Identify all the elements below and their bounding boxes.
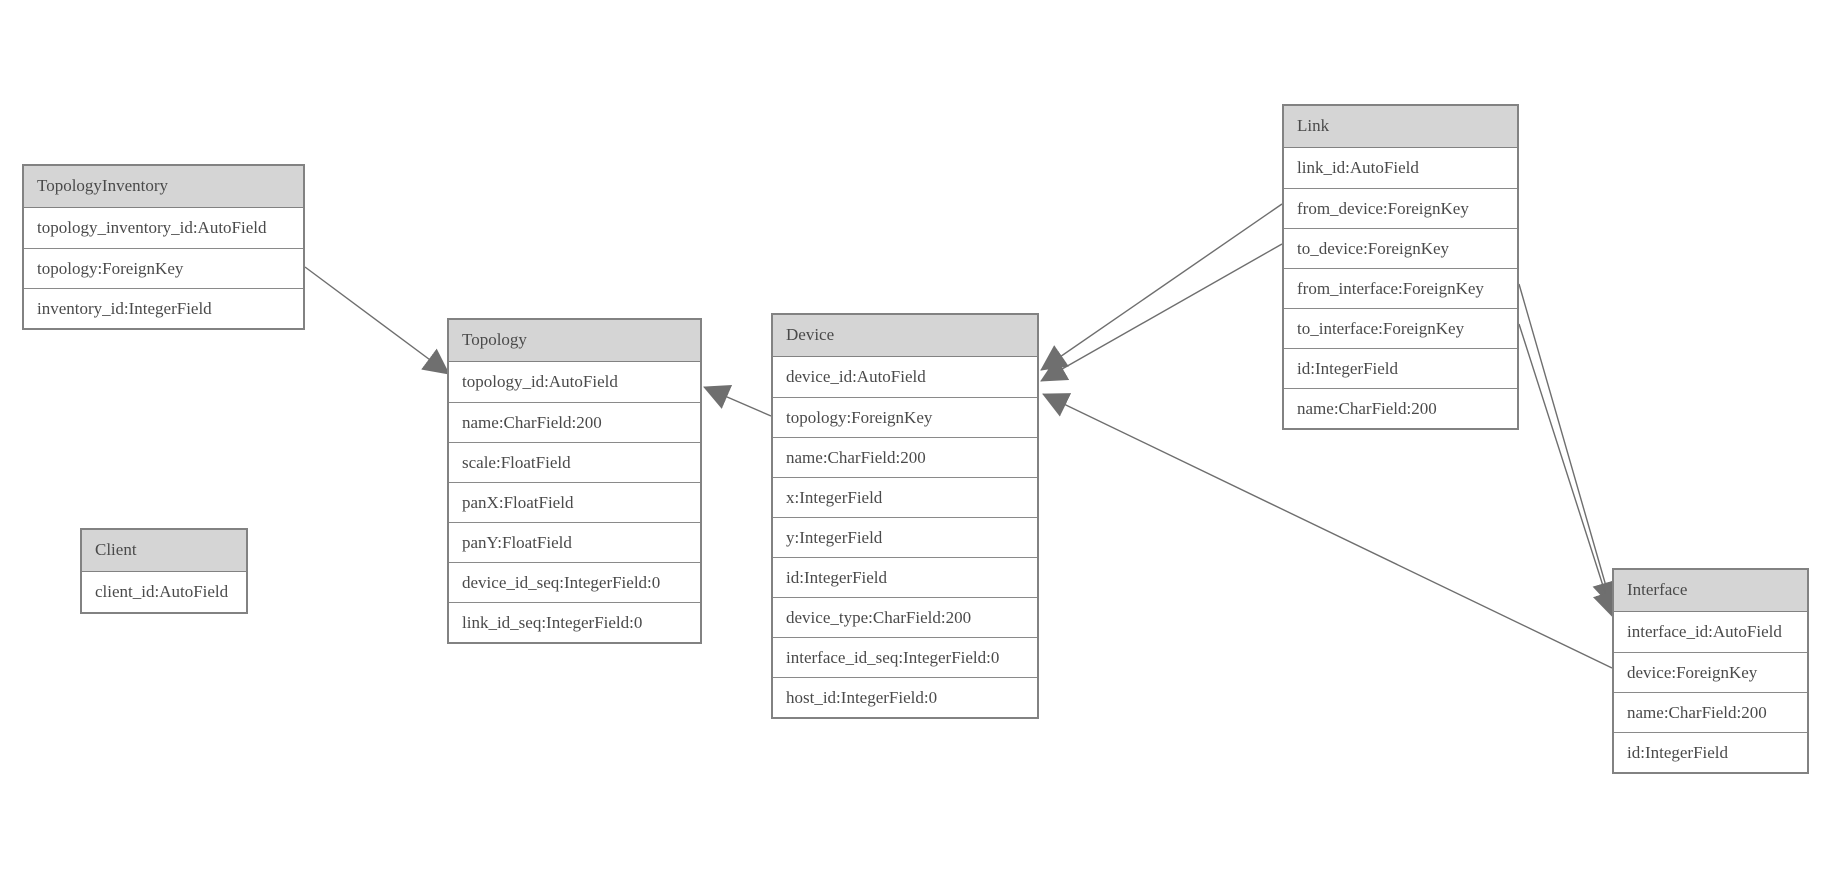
relation-Device.topology->Topology — [703, 385, 772, 417]
field-row: name:CharField:200 — [1284, 388, 1517, 428]
field-row: id:IntegerField — [1614, 732, 1807, 772]
field-row: interface_id:AutoField — [1614, 612, 1807, 652]
field-row: topology:ForeignKey — [773, 397, 1037, 437]
field-row: panY:FloatField — [449, 522, 700, 562]
entity-title: TopologyInventory — [24, 166, 303, 208]
relation-Link.from_device->Device.device_id — [1040, 203, 1283, 371]
field-row: interface_id_seq:IntegerField:0 — [773, 637, 1037, 677]
field-row: device_id_seq:IntegerField:0 — [449, 562, 700, 602]
field-row: device_id:AutoField — [773, 357, 1037, 397]
field-row: to_interface:ForeignKey — [1284, 308, 1517, 348]
field-row: name:CharField:200 — [449, 402, 700, 442]
field-row: device_type:CharField:200 — [773, 597, 1037, 637]
field-row: inventory_id:IntegerField — [24, 288, 303, 328]
field-row: panX:FloatField — [449, 482, 700, 522]
relation-Link.to_device->Device.device_id — [1040, 243, 1283, 382]
entity-title: Link — [1284, 106, 1517, 148]
field-row: to_device:ForeignKey — [1284, 228, 1517, 268]
field-row: topology_inventory_id:AutoField — [24, 208, 303, 248]
field-row: client_id:AutoField — [82, 572, 246, 612]
field-row: device:ForeignKey — [1614, 652, 1807, 692]
relation-Link.to_interface->Interface.interface_id — [1518, 323, 1618, 618]
field-row: topology:ForeignKey — [24, 248, 303, 288]
field-row: host_id:IntegerField:0 — [773, 677, 1037, 717]
field-row: scale:FloatField — [449, 442, 700, 482]
field-row: id:IntegerField — [1284, 348, 1517, 388]
entity-title: Device — [773, 315, 1037, 357]
field-row: topology_id:AutoField — [449, 362, 700, 402]
field-row: from_interface:ForeignKey — [1284, 268, 1517, 308]
field-row: link_id:AutoField — [1284, 148, 1517, 188]
field-row: link_id_seq:IntegerField:0 — [449, 602, 700, 642]
field-row: y:IntegerField — [773, 517, 1037, 557]
field-row: id:IntegerField — [773, 557, 1037, 597]
entity-title: Client — [82, 530, 246, 572]
entity-title: Topology — [449, 320, 700, 362]
field-row: x:IntegerField — [773, 477, 1037, 517]
relation-Interface.device->Device.device_id — [1042, 393, 1613, 669]
field-row: name:CharField:200 — [1614, 692, 1807, 732]
entity-title: Interface — [1614, 570, 1807, 612]
relation-TopologyInventory.topology->Topology.topology_id — [304, 266, 450, 375]
field-row: from_device:ForeignKey — [1284, 188, 1517, 228]
relation-Link.from_interface->Interface.interface_id — [1518, 283, 1618, 608]
field-row: name:CharField:200 — [773, 437, 1037, 477]
